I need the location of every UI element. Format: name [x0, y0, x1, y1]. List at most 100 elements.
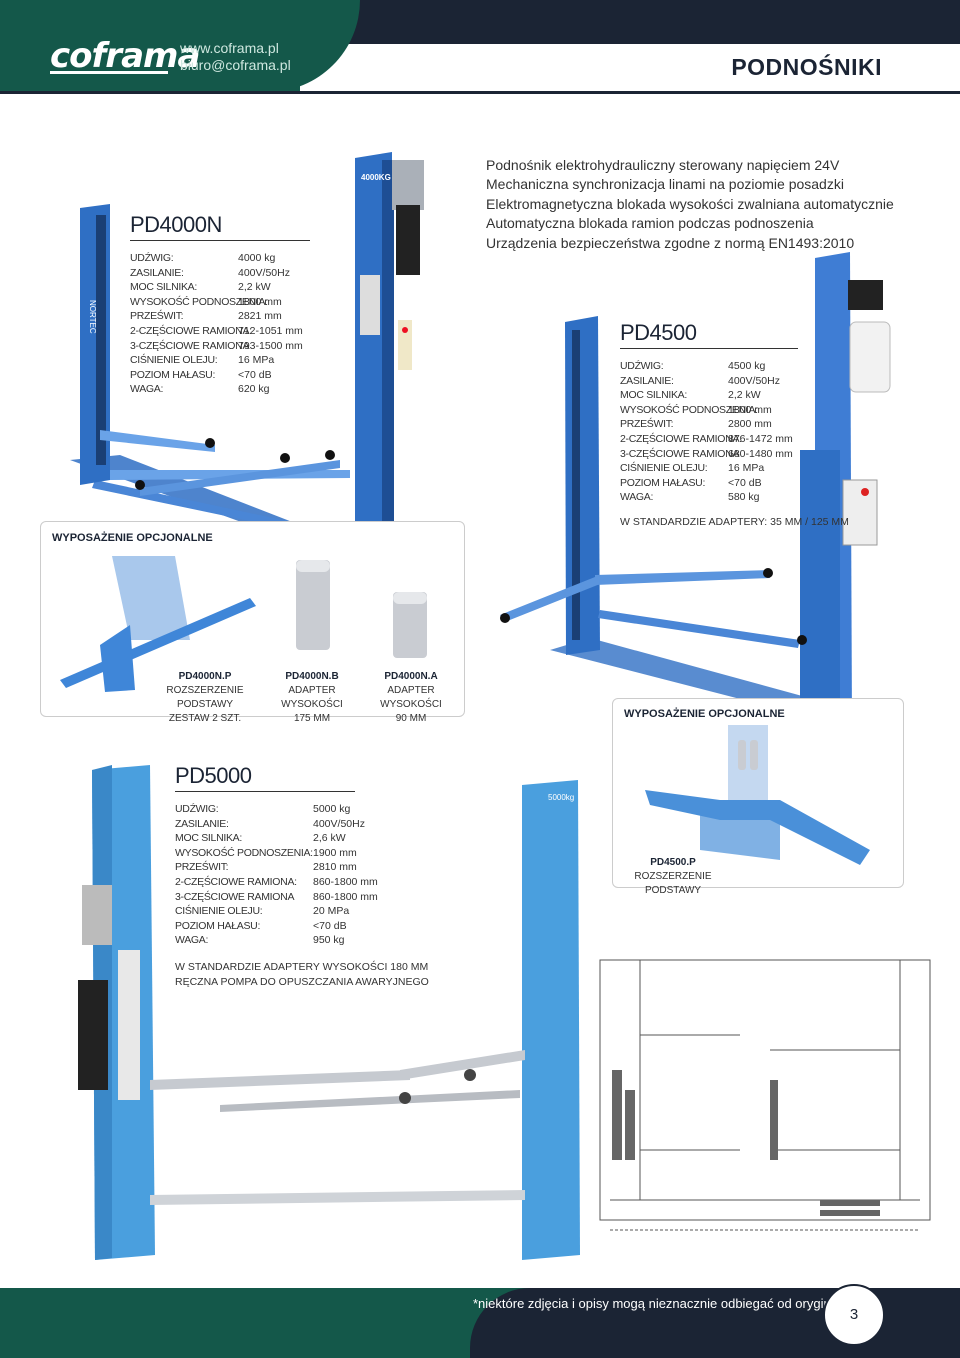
spec-value: 793-1500 mm [238, 339, 303, 352]
spec-label: POZIOM HAŁASU: [130, 368, 216, 381]
option-code: PD4000N.B [285, 671, 339, 682]
spec-label: MOC SILNIKA: [175, 832, 242, 845]
spec-value: 712-1051 mm [238, 324, 303, 337]
spec-label: UDŹWIG: [620, 360, 664, 372]
spec-label: POZIOM HAŁASU: [620, 476, 706, 489]
page-number: 3 [823, 1284, 885, 1346]
contact-info: www.coframa.pl biuro@coframa.pl [180, 40, 291, 74]
spec-value: 860-1800 mm [313, 875, 378, 888]
feature-item: Automatyczna blokada ramion podczas podn… [486, 215, 814, 232]
feature-item: Elektromagnetyczna blokada wysokości zwa… [486, 195, 894, 212]
option-desc: ZESTAW 2 SZT. [168, 713, 242, 724]
spec-label: PRZEŚWIT: [130, 310, 184, 323]
option-item-base-extension[interactable]: PD4000N.P ROZSZERZENIE PODSTAWY ZESTAW 2… [150, 670, 260, 726]
pd5000-note: RĘCZNA POMPA DO OPUSZCZANIA AWARYJNEGO [175, 976, 429, 988]
feature-item: Urządzenia bezpieczeństwa zgodne z normą… [486, 234, 855, 251]
spec-value: 2810 mm [313, 861, 357, 874]
spec-value: 1900 mm [313, 846, 357, 859]
spec-value: 1800 mm [238, 295, 282, 308]
pd5000-note: W STANDARDZIE ADAPTERY WYSOKOŚCI 180 mm [175, 961, 429, 973]
pd4000n-options-title: WYPOSAŻENIE OPCJONALNE [52, 532, 213, 544]
section-title: PODNOŚNIKI [731, 54, 882, 80]
spec-value: 400V/50Hz [728, 374, 780, 387]
option-desc: ROZSZERZENIE PODSTAWY [634, 871, 712, 896]
spec-label: WAGA: [175, 934, 209, 947]
spec-value: 2,6 kW [313, 832, 346, 845]
left-column-label: NORTEC [88, 300, 97, 334]
spec-label: WAGA: [620, 491, 654, 504]
spec-value: 2821 mm [238, 310, 282, 323]
spec-label: WAGA: [130, 383, 164, 396]
base-extension-image [112, 556, 190, 640]
spec-label: PRZEŚWIT: [175, 861, 229, 874]
spec-label: 3-CZĘŚCIOWE RAMIONA [175, 890, 295, 903]
footer-disclaimer: *niektóre zdjęcia i opisy mogą nieznaczn… [473, 1296, 849, 1311]
spec-value: 680-1480 mm [728, 447, 793, 460]
spec-label: CIŚNIENIE OLEJU: [620, 462, 708, 475]
spec-value: 580 kg [728, 491, 760, 504]
spec-value: 16 MPa [728, 462, 765, 475]
spec-value: 20 MPa [313, 905, 350, 918]
spec-value: 860-1800 mm [313, 890, 378, 903]
spec-value: 4500 kg [728, 360, 766, 372]
logo-underline [50, 71, 168, 74]
spec-label: 2-CZĘŚCIOWE RAMIONA: [175, 875, 297, 888]
option-code: PD4000N.A [384, 671, 438, 682]
pd4000n-spec-table: UDŹWIG: 4000 kg ZASILANIE: 400V/50Hz MOC S… [130, 251, 310, 397]
pd4500-spec-table: UDŹWIG: 4500 kg ZASILANIE: 400V/50Hz MOC S… [620, 359, 798, 505]
feature-item: Mechaniczna synchronizacja linami na poz… [486, 176, 844, 193]
pd4500-options-title: WYPOSAŻENIE OPCJONALNE [624, 708, 785, 720]
pd4500-specs-block: PD4500 UDŹWIG: 4500 kg ZASILANIE: 400V/50H… [620, 320, 798, 505]
spec-label: ZASILANIE: [130, 266, 184, 279]
spec-label: 2-CZĘŚCIOWE RAMIONA: [130, 324, 252, 337]
pd4000n-title: PD4000N [130, 212, 310, 241]
pd4500-standard-adapters: W STANDARDZIE ADAPTERY: 35 mm / 125 mm [620, 516, 849, 528]
option-code: PD4500.P [650, 857, 696, 868]
spec-label: 3-CZĘŚCIOWE RAMIONA [620, 447, 740, 460]
spec-value: 2,2 kW [238, 281, 271, 294]
option-desc: ADAPTER WYSOKOŚCI [281, 685, 343, 710]
option-desc: 90 mm [395, 713, 427, 724]
pd4000n-specs-block: PD4000N UDŹWIG: 4000 kg ZASILANIE: 400V/50… [130, 212, 310, 397]
brand-logo[interactable]: coframa [50, 36, 200, 76]
spec-value: 16 MPa [238, 354, 275, 367]
option-item-adapter-90[interactable]: PD4000N.A ADAPTER WYSOKOŚCI 90 mm [362, 670, 460, 726]
spec-value: 2800 mm [728, 418, 772, 431]
spec-value: 5000 kg [313, 803, 351, 815]
spec-label: WYSOKOŚĆ PODNOSZENIA: [130, 295, 268, 308]
spec-label: MOC SILNIKA: [130, 281, 197, 294]
adapter-90-image [393, 592, 427, 658]
spec-label: WYSOKOŚĆ PODNOSZENIA: [175, 846, 313, 859]
option-desc: ADAPTER WYSOKOŚCI [380, 685, 442, 710]
spec-label: MOC SILNIKA: [620, 389, 687, 402]
spec-label: PRZEŚWIT: [620, 418, 674, 431]
spec-value: 4000 kg [238, 252, 276, 264]
spec-value: <70 dB [728, 476, 762, 489]
spec-label: CIŚNIENIE OLEJU: [130, 354, 218, 367]
pd5000-spec-table: UDŹWIG:5000 kg ZASILANIE:400V/50Hz MOC S… [175, 802, 378, 948]
pd5000-specs-block: PD5000 UDŹWIG:5000 kg ZASILANIE:400V/50H… [175, 763, 378, 948]
feature-item: Podnośnik elektrohydrauliczny sterowany … [486, 157, 840, 173]
pd5000-notes: W STANDARDZIE ADAPTERY WYSOKOŚCI 180 mm … [175, 960, 429, 990]
spec-label: CIŚNIENIE OLEJU: [175, 905, 263, 918]
spec-label: UDŹWIG: [130, 252, 174, 264]
spec-value: 950 kg [313, 934, 345, 947]
option-item-pd4500-base-extension[interactable]: PD4500.P ROZSZERZENIE PODSTAWY [618, 856, 728, 898]
spec-value: 400V/50Hz [238, 266, 290, 279]
spec-value: 876-1472 mm [728, 432, 793, 445]
spec-label: 3-CZĘŚCIOWE RAMIONA [130, 339, 250, 352]
website-link[interactable]: www.coframa.pl [180, 40, 279, 56]
spec-value: 2,2 kW [728, 389, 761, 402]
email-link[interactable]: biuro@coframa.pl [180, 57, 291, 73]
spec-label: ZASILANIE: [620, 374, 674, 387]
option-desc: 175 mm [293, 713, 331, 724]
page-header: coframa www.coframa.pl biuro@coframa.pl … [0, 0, 960, 94]
pd4500-title: PD4500 [620, 320, 798, 349]
option-item-adapter-175[interactable]: PD4000N.B ADAPTER WYSOKOŚCI 175 mm [262, 670, 362, 726]
pd5000-column-sign: 5000kg [548, 793, 574, 802]
features-list: Podnośnik elektrohydrauliczny sterowany … [486, 156, 894, 253]
